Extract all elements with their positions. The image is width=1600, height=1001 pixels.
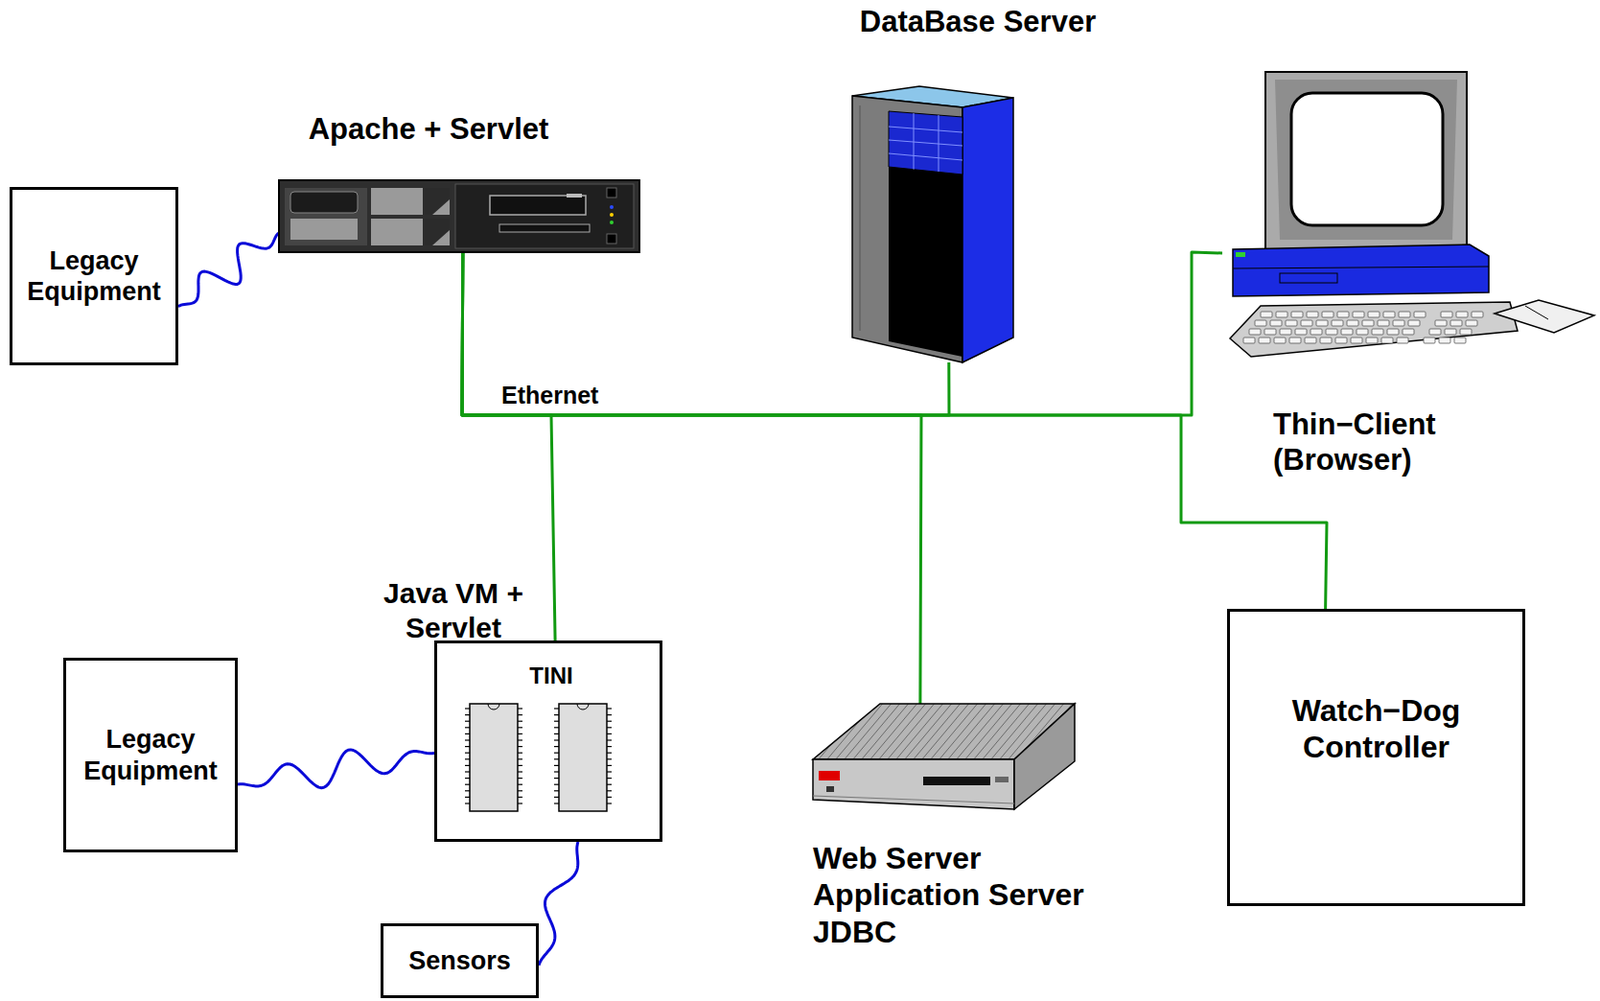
equipment-box: Legacy Equipment [63, 657, 238, 853]
serial-cable [237, 749, 435, 789]
client-node: Thin−Client (Browser) [1222, 71, 1595, 360]
node-heading: Thin−Client (Browser) [1273, 406, 1496, 478]
node-heading: DataBase Server [795, 3, 1160, 40]
node-label: Legacy Equipment [12, 245, 176, 308]
tower-server [852, 86, 1014, 363]
server-node: Web Server Application Server JDBC [812, 703, 1075, 825]
node-heading: Java VM + Servlet [367, 576, 540, 646]
sensor-box: Sensors [380, 923, 539, 998]
ethernet-link [462, 252, 1223, 416]
node-label: Legacy Equipment [66, 723, 235, 787]
node-heading: Web Server Application Server JDBC [812, 839, 1139, 951]
serial-cable [178, 232, 279, 307]
serial-cable [538, 841, 579, 966]
equipment-box: Legacy Equipment [9, 186, 179, 366]
desktop-computer [1222, 71, 1595, 360]
node-label: Sensors [400, 945, 519, 976]
server-node: Apache + Servlet [278, 180, 640, 253]
server-node: DataBase Server [852, 86, 1014, 363]
node-label: TINI [456, 662, 647, 691]
rack-server [278, 180, 640, 253]
board-box: Java VM + ServletTINI [434, 640, 663, 842]
network-appliance [812, 703, 1075, 825]
node-heading: Apache + Servlet [239, 111, 618, 147]
node-label: Watch−Dog Controller [1229, 692, 1523, 824]
network-label: Ethernet [499, 380, 601, 410]
controller-box: Watch−Dog Controller [1227, 608, 1526, 906]
